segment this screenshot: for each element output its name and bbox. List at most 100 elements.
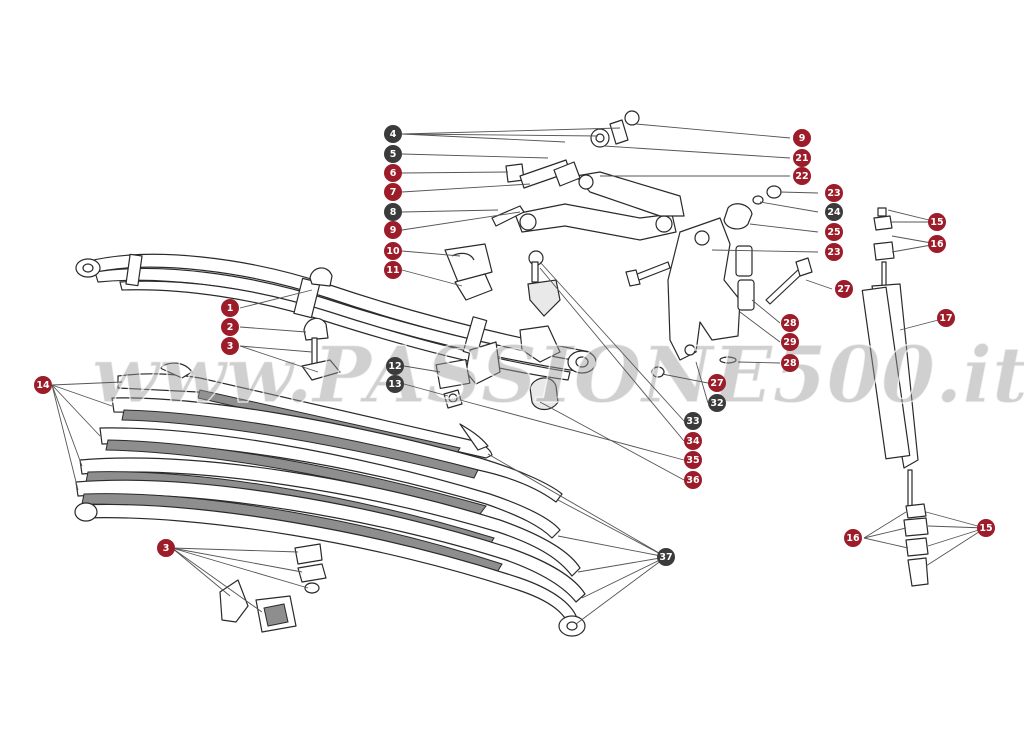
callout-badge-circle [384, 242, 402, 260]
callout-badge-circle [384, 145, 402, 163]
rubber-buffer [527, 250, 561, 411]
callout-16: 16 [928, 235, 946, 253]
callout-badge-circle [793, 149, 811, 167]
callout-label: 16 [846, 533, 860, 544]
callout-badge-circle [386, 357, 404, 375]
callout-badge-circle [825, 184, 843, 202]
callout-badge-circle [793, 167, 811, 185]
callout-21: 21 [793, 149, 811, 167]
callout-8: 8 [384, 203, 402, 221]
linkage-arm-assembly [491, 110, 685, 241]
callout-badge-circle [825, 223, 843, 241]
callout-label: 14 [36, 380, 50, 391]
callout-label: 28 [783, 318, 797, 329]
callout-label: 27 [710, 378, 723, 389]
callout-badge-circle [825, 243, 843, 261]
callout-28: 28 [781, 314, 799, 332]
callout-badge-circle [384, 183, 402, 201]
callout-23: 23 [825, 184, 843, 202]
callout-badge-circle [384, 164, 402, 182]
callout-24: 24 [825, 203, 843, 221]
callout-badge-circle [384, 203, 402, 221]
callout-label: 5 [390, 149, 397, 160]
callout-badge-circle [384, 221, 402, 239]
callout-label: 6 [390, 168, 397, 179]
callout-label: 27 [837, 284, 850, 295]
callout-4: 4 [384, 125, 402, 143]
callout-3: 3 [157, 539, 175, 557]
callout-label: 32 [710, 398, 723, 409]
callout-label: 22 [795, 171, 808, 182]
callout-label: 11 [386, 265, 399, 276]
callout-badge-circle [937, 309, 955, 327]
callout-17: 17 [937, 309, 955, 327]
callout-13: 13 [386, 375, 404, 393]
main-bracket [651, 217, 755, 378]
callout-6: 6 [384, 164, 402, 182]
callout-1: 1 [221, 299, 239, 317]
callout-badge-circle [34, 376, 52, 394]
callout-5: 5 [384, 145, 402, 163]
callout-label: 13 [388, 379, 401, 390]
callout-12: 12 [386, 357, 404, 375]
callout-badges: 1233456789910111213141515161617212223232… [34, 125, 995, 566]
callout-badge-circle [825, 203, 843, 221]
callout-badge-circle [386, 375, 404, 393]
lower-leaf-spring-stack [74, 362, 586, 637]
callout-9: 9 [793, 129, 811, 147]
callout-37: 37 [657, 548, 675, 566]
callout-label: 4 [390, 129, 397, 140]
callout-badge-circle [781, 354, 799, 372]
callout-label: 2 [227, 322, 234, 333]
callout-label: 1 [227, 303, 234, 314]
shock-absorber [861, 207, 929, 587]
callout-label: 3 [163, 543, 170, 554]
callout-32: 32 [708, 394, 726, 412]
callout-label: 24 [827, 207, 841, 218]
callout-27: 27 [835, 280, 853, 298]
callout-label: 23 [827, 188, 840, 199]
callout-label: 15 [979, 523, 992, 534]
callout-badge-circle [221, 337, 239, 355]
spring-clip-parts [219, 543, 327, 633]
callout-badge-circle [708, 374, 726, 392]
callout-10: 10 [384, 242, 402, 260]
callout-label: 34 [686, 436, 700, 447]
leader-lines [51, 123, 986, 625]
bump-stop-part [301, 317, 341, 381]
callout-22: 22 [793, 167, 811, 185]
callout-badge-circle [157, 539, 175, 557]
callout-11: 11 [384, 261, 402, 279]
callout-badge-circle [684, 471, 702, 489]
callout-badge-circle [657, 548, 675, 566]
callout-3: 3 [221, 337, 239, 355]
callout-label: 9 [799, 133, 806, 144]
bolts-group [625, 257, 813, 305]
callout-badge-circle [928, 213, 946, 231]
callout-label: 36 [686, 475, 700, 486]
callout-14: 14 [34, 376, 52, 394]
watermark-text: www.PASSIONE500.it [92, 330, 1024, 421]
callout-33: 33 [684, 412, 702, 430]
callout-badge-circle [221, 318, 239, 336]
callout-label: 9 [390, 225, 397, 236]
callout-label: 21 [795, 153, 808, 164]
callout-label: 10 [386, 246, 400, 257]
callout-badge-circle [684, 451, 702, 469]
spring-clamp-bracket [435, 341, 501, 409]
callout-badge-circle [844, 529, 862, 547]
callout-label: 33 [686, 416, 699, 427]
callout-25: 25 [825, 223, 843, 241]
callout-label: 29 [783, 337, 796, 348]
callout-label: 15 [930, 217, 943, 228]
callout-badge-circle [684, 432, 702, 450]
callout-badge-circle [384, 125, 402, 143]
callout-badge-circle [684, 412, 702, 430]
callout-label: 17 [939, 313, 952, 324]
callout-label: 8 [390, 207, 397, 218]
callout-badge-circle [221, 299, 239, 317]
callout-badge-circle [928, 235, 946, 253]
callout-badge-circle [708, 394, 726, 412]
callout-badge-circle [384, 261, 402, 279]
